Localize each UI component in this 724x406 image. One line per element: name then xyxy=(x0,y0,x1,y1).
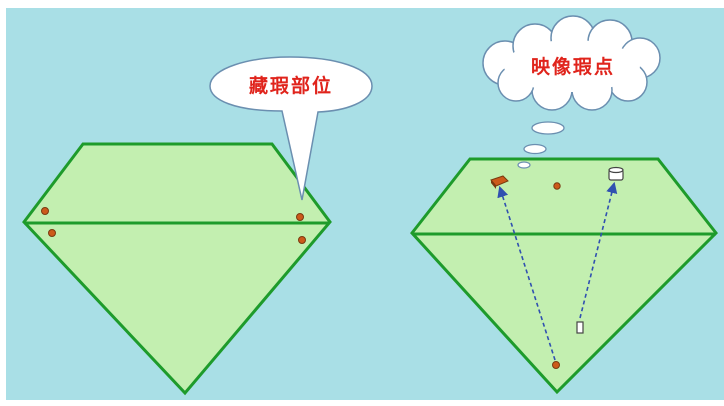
reflection-image-right xyxy=(608,166,624,181)
hidden-flaw-callout: 藏瑕部位 xyxy=(209,56,373,201)
right-inclusion-center xyxy=(553,182,561,190)
right-inclusion-bottom xyxy=(552,361,560,369)
callout-text: 藏瑕部位 xyxy=(249,74,333,97)
thought-bubble-small xyxy=(517,161,531,169)
left-gem-body xyxy=(22,142,332,396)
reflection-arrow-left xyxy=(497,185,556,361)
thought-bubble-medium xyxy=(523,143,547,155)
thought-text: 映像瑕点 xyxy=(531,55,615,78)
reflection-arrow-right xyxy=(579,181,618,319)
thought-bubble-large xyxy=(531,121,565,135)
left-inclusion-4 xyxy=(298,236,306,244)
left-inclusion-2 xyxy=(48,229,56,237)
cloud-fill xyxy=(504,40,640,92)
left-inclusion-1 xyxy=(41,207,49,215)
callout-bubble xyxy=(209,56,373,201)
right-gem xyxy=(410,157,719,395)
reflection-thought-cloud: 映像瑕点 xyxy=(482,15,661,169)
left-gem xyxy=(22,142,332,396)
reflection-image-left xyxy=(490,175,509,189)
left-inclusion-3 xyxy=(296,213,304,221)
right-inclusion-hollow xyxy=(576,321,584,334)
right-gem-body xyxy=(410,157,719,395)
